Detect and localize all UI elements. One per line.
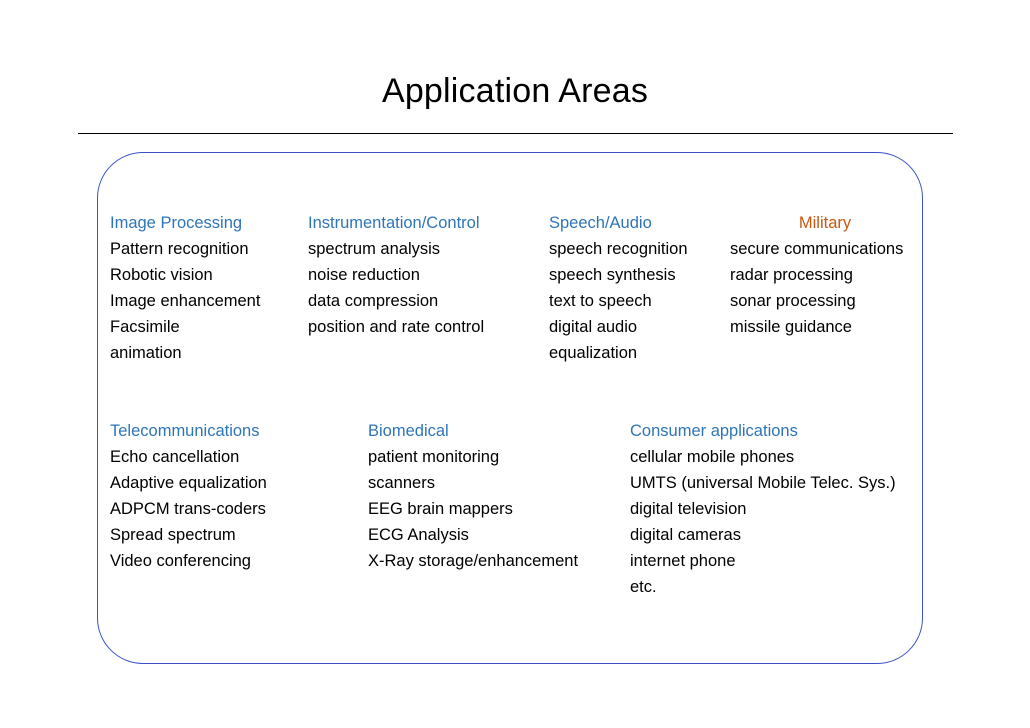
column-items: spectrum analysis noise reduction data c… (308, 236, 484, 340)
list-item: etc. (630, 578, 657, 596)
list-item: animation (110, 344, 182, 362)
list-item: Echo cancellation (110, 448, 240, 466)
column-instrumentation-control: Instrumentation/Control spectrum analysi… (308, 210, 484, 340)
list-item: data compression (308, 292, 439, 310)
column-items: Pattern recognition Robotic vision Image… (110, 236, 260, 366)
list-item: EEG brain mappers (368, 500, 513, 518)
page-title: Application Areas (381, 72, 649, 110)
list-item: missile guidance (730, 318, 852, 336)
column-items: speech recognition speech synthesis text… (549, 236, 688, 366)
list-item: spectrum analysis (308, 240, 441, 258)
list-item: equalization (549, 344, 638, 362)
content-rounded-box (97, 152, 923, 664)
column-consumer-applications: Consumer applications cellular mobile ph… (630, 418, 896, 600)
title-divider (78, 133, 953, 134)
list-item: digital cameras (630, 526, 741, 544)
list-item: ADPCM trans-coders (110, 500, 266, 518)
column-heading: Consumer applications (630, 422, 798, 440)
list-item: digital television (630, 500, 747, 518)
list-item: Image enhancement (110, 292, 261, 310)
column-military: Military secure communications radar pro… (730, 210, 920, 340)
list-item: speech recognition (549, 240, 688, 258)
list-item: speech synthesis (549, 266, 676, 284)
column-items: cellular mobile phones UMTS (universal M… (630, 444, 896, 600)
column-speech-audio: Speech/Audio speech recognition speech s… (549, 210, 688, 366)
column-image-processing: Image Processing Pattern recognition Rob… (110, 210, 260, 366)
column-telecommunications: Telecommunications Echo cancellation Ada… (110, 418, 267, 574)
list-item: Video conferencing (110, 552, 251, 570)
list-item: position and rate control (308, 318, 485, 336)
list-item: scanners (368, 474, 435, 492)
column-heading: Military (798, 214, 852, 232)
list-item: patient monitoring (368, 448, 500, 466)
list-item: Pattern recognition (110, 240, 249, 258)
list-item: secure communications (730, 240, 904, 258)
list-item: Robotic vision (110, 266, 213, 284)
list-item: digital audio (549, 318, 638, 336)
list-item: noise reduction (308, 266, 420, 284)
column-heading: Telecommunications (110, 422, 260, 440)
list-item: radar processing (730, 266, 853, 284)
column-heading: Speech/Audio (549, 214, 652, 232)
column-items: Echo cancellation Adaptive equalization … (110, 444, 267, 574)
list-item: X-Ray storage/enhancement (368, 552, 579, 570)
column-heading: Image Processing (110, 214, 243, 232)
list-item: ECG Analysis (368, 526, 469, 544)
column-biomedical: Biomedical patient monitoring scanners E… (368, 418, 578, 574)
column-heading: Instrumentation/Control (308, 214, 480, 232)
column-items: patient monitoring scanners EEG brain ma… (368, 444, 578, 574)
list-item: Facsimile (110, 318, 180, 336)
list-item: internet phone (630, 552, 736, 570)
list-item: Adaptive equalization (110, 474, 267, 492)
list-item: cellular mobile phones (630, 448, 795, 466)
column-items: secure communications radar processing s… (730, 236, 920, 340)
list-item: text to speech (549, 292, 652, 310)
list-item: sonar processing (730, 292, 856, 310)
list-item: Spread spectrum (110, 526, 236, 544)
column-heading: Biomedical (368, 422, 449, 440)
list-item: UMTS (universal Mobile Telec. Sys.) (630, 474, 896, 492)
